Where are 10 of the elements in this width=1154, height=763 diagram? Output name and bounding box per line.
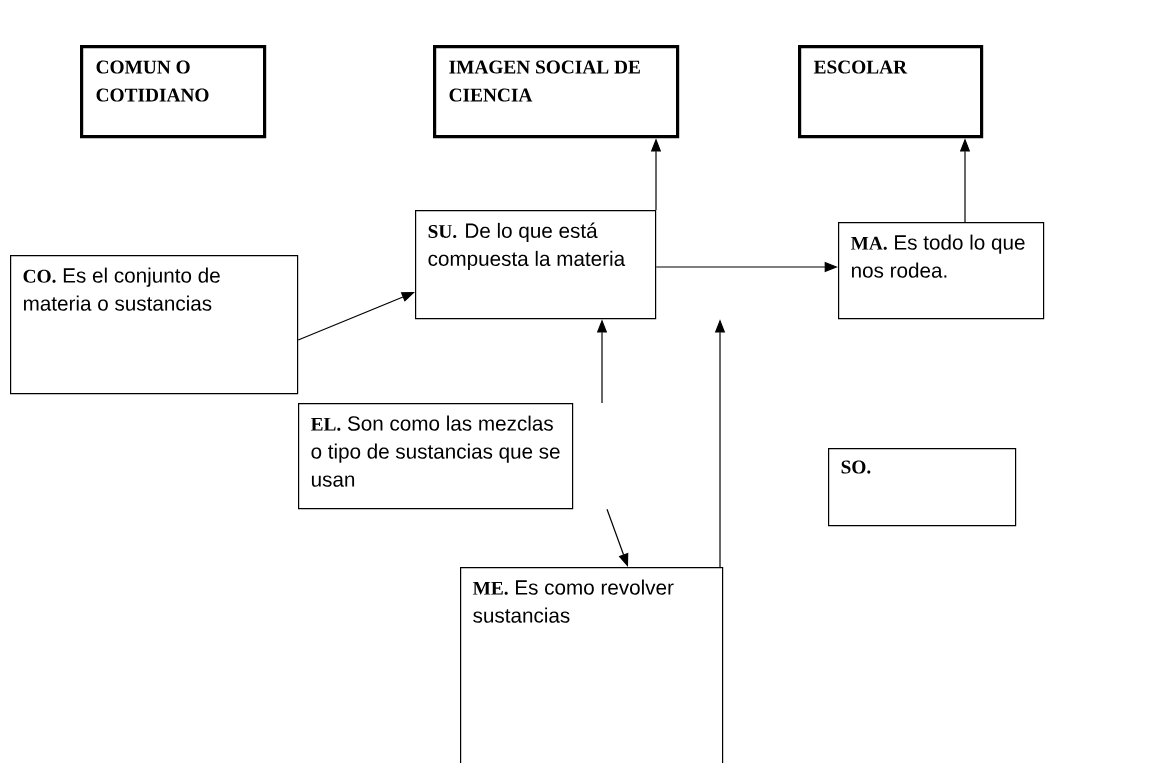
concept-box: MA. Es todo lo que nos rodea. — [838, 222, 1045, 320]
concept-box: SU. De lo que está compuesta la materia — [415, 210, 657, 320]
concept-box: ME. Es como revolver sustancias — [460, 567, 724, 763]
concept-box: SO. — [828, 448, 1017, 527]
arrow — [297, 292, 415, 341]
category-box: ESCOLAR — [798, 45, 984, 139]
concept-box: EL. Son como las mezclas o tipo de sustancias que se usan — [298, 403, 574, 510]
category-box: COMUN O COTIDIANO — [80, 45, 267, 139]
category-box: IMAGEN SOCIAL DE CIENCIA — [433, 45, 680, 139]
concept-box: CO. Es el conjunto de materia o sustancias — [10, 255, 299, 395]
